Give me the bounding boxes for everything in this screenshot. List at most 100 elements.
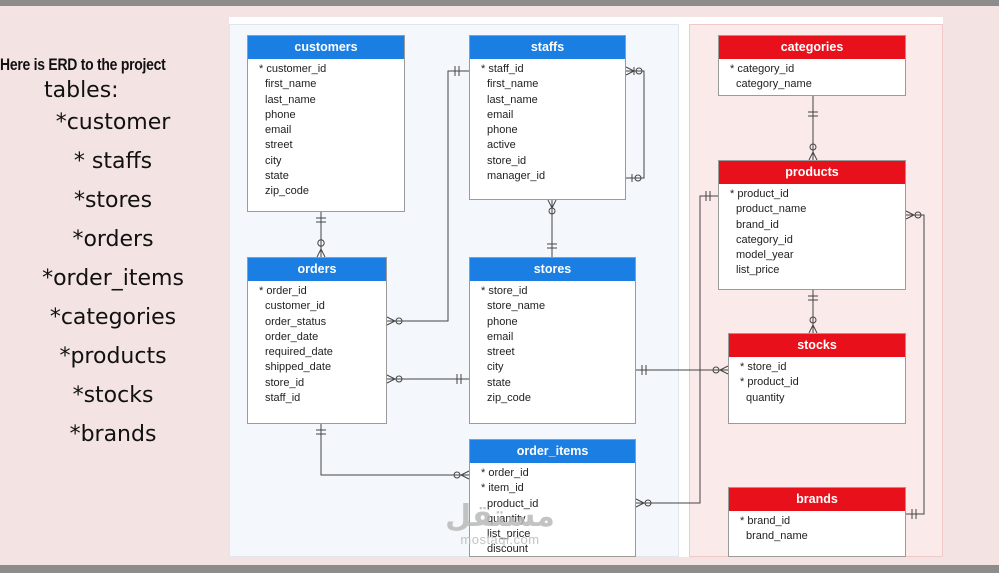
table-list-item: *stocks [72,383,154,408]
crowfoot-marker [705,191,711,201]
field: phone [487,124,518,137]
field-primary-key: * order_id [481,467,529,479]
table-orders[interactable]: orders * order_id customer_id order_stat… [247,257,387,424]
field: last_name [487,93,538,106]
field: quantity [487,512,526,525]
table-header: orders [248,258,386,281]
top-border [0,0,999,6]
field-primary-key: * category_id [730,63,795,75]
field: phone [487,315,518,328]
crowfoot-marker [454,66,460,76]
crowfoot-marker [316,429,326,435]
field-list: * customer_id first_name last_name phone… [248,59,404,200]
field: street [487,346,515,359]
intro-text: Here is ERD to the project tables: *cust… [0,55,232,454]
field-list: * category_id category_name [719,59,905,93]
crowfoot-marker [316,247,326,258]
field: list_price [736,264,780,277]
field: staff_id [265,392,301,405]
optional-marker [914,211,922,219]
field-list: * product_id product_name brand_id categ… [719,184,905,279]
field: shipped_date [265,361,332,374]
field: discount [487,543,528,556]
field: state [265,170,289,183]
field: manager_id [487,170,546,183]
crowfoot-marker [641,365,647,375]
field: phone [265,108,296,121]
field: category_id [736,233,793,246]
crowfoot-marker [718,365,729,375]
table-header: order_items [470,440,635,463]
field: model_year [736,249,794,262]
field: order_date [265,330,319,343]
field: store_id [265,376,305,389]
crowfoot-marker [905,210,916,220]
field: zip_code [265,185,310,198]
field: city [487,361,504,374]
field: required_date [265,346,333,359]
optional-marker [548,207,556,215]
field-list: * store_id * product_id quantity [729,357,905,406]
crowfoot-marker [808,150,818,161]
field-primary-key: * product_id [730,188,789,200]
table-header: customers [248,36,404,59]
table-list: *customer * staffs *stores *orders *orde… [0,103,232,454]
optional-marker [809,316,817,324]
crowfoot-marker [456,374,462,384]
field: store_name [487,300,546,313]
crowfoot-marker [386,316,397,326]
crowfoot-marker [808,295,818,301]
field: email [265,124,292,137]
field: email [487,330,514,343]
crowfoot-marker [459,470,470,480]
crowfoot-marker [808,323,818,334]
table-header: stores [470,258,635,281]
watermark-site: mostaql.com [460,532,540,547]
table-list-item: *products [59,344,167,369]
optional-marker [453,471,461,479]
optional-marker [634,174,642,182]
table-brands[interactable]: brands * brand_id brand_name [728,487,906,557]
link-staffs-manager [626,70,645,179]
table-header: products [719,161,905,184]
table-header: brands [729,488,905,511]
crowfoot-marker [808,111,818,117]
optional-marker [395,375,403,383]
table-categories[interactable]: categories * category_id category_name [718,35,906,96]
field-primary-key: * brand_id [740,515,791,527]
table-order-items[interactable]: order_items * order_id * item_id product… [469,439,636,557]
field: city [265,154,282,167]
optional-marker [644,499,652,507]
table-header: stocks [729,334,905,357]
field: product_id [487,497,539,510]
crowfoot-marker [316,217,326,223]
intro-subheading: tables: [44,78,119,103]
production-zone [689,24,943,557]
table-list-item: *customer [55,110,171,135]
table-list-item: *brands [69,422,157,447]
watermark-logo: مستقل [445,499,555,534]
table-customers[interactable]: customers * customer_id first_name last_… [247,35,405,212]
field-list: * order_id customer_id order_status orde… [248,281,386,406]
table-stocks[interactable]: stocks * store_id * product_id quantity [728,333,906,424]
crowfoot-marker [625,66,636,76]
table-stores[interactable]: stores * store_id store_name phone email… [469,257,636,424]
crowfoot-marker [547,243,557,249]
table-staffs[interactable]: staffs * staff_id first_name last_name e… [469,35,626,200]
table-products[interactable]: products * product_id product_name brand… [718,160,906,290]
optional-marker [809,143,817,151]
link-orders-order-items [320,424,469,476]
field-primary-key: * staff_id [481,63,524,75]
crowfoot-marker [386,374,397,384]
field: product_name [736,203,807,216]
field-list: * order_id * item_id product_id quantity… [470,463,635,558]
field-primary-key: * item_id [481,482,524,495]
bottom-border [0,565,999,573]
table-list-item: *stores [73,188,153,213]
field: list_price [487,528,531,541]
optional-marker [395,317,403,325]
field: active [487,139,516,152]
field: email [487,108,514,121]
field-primary-key: * order_id [259,285,307,297]
